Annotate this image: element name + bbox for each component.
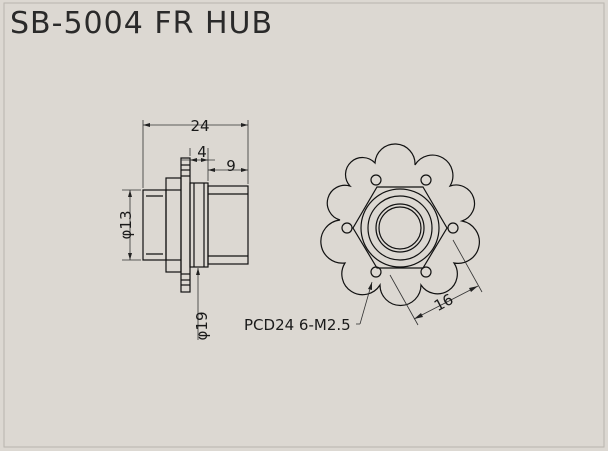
dim-bore-dia: φ13 <box>117 211 135 240</box>
bolt-hole <box>370 266 382 278</box>
pcd-callout: PCD24 6-M2.5 <box>244 316 351 334</box>
bolt-hole <box>341 222 353 234</box>
sheet-border <box>3 2 605 448</box>
dim-shaft-length: 9 <box>226 157 236 175</box>
right-shaft <box>207 185 249 265</box>
scalloped-flange-outline <box>320 143 480 307</box>
dim-flange-dia: φ19 <box>193 312 211 341</box>
bolt-hole <box>420 174 432 186</box>
hub-circle <box>367 195 433 261</box>
flange <box>180 157 191 293</box>
front-view-dimensions <box>356 239 483 326</box>
front-view <box>320 143 480 307</box>
drawing-title: SB-5004 FR HUB <box>10 6 274 41</box>
dim-flange-thickness: 4 <box>197 143 207 161</box>
bore-outer-circle <box>375 203 425 253</box>
hex-nut <box>352 186 448 269</box>
bolt-hole <box>370 174 382 186</box>
inner-face-circle <box>360 188 440 268</box>
dim-overall-length: 24 <box>190 117 209 135</box>
hub-body <box>165 177 182 273</box>
side-view-dimensions <box>122 120 249 340</box>
bolt-hole <box>420 266 432 278</box>
front-view-arrows <box>368 282 478 319</box>
right-collar <box>189 182 209 268</box>
side-view-arrows <box>128 123 248 275</box>
left-shaft <box>142 189 167 261</box>
bolt-hole <box>447 222 459 234</box>
side-view <box>142 157 249 293</box>
bore-inner-circle <box>378 206 422 250</box>
